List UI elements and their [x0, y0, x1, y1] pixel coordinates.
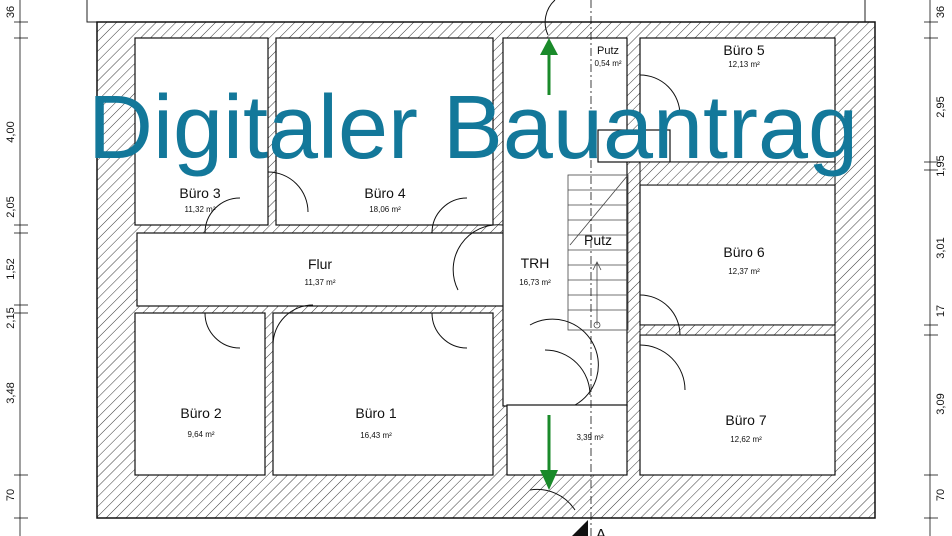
dimension-label: 1,95 — [935, 155, 947, 176]
arrow-down-icon — [540, 415, 558, 490]
dimension-label: 2,15 — [5, 307, 17, 328]
room-trh — [502, 37, 628, 407]
room-label: Putz — [597, 45, 619, 57]
dimension-label: 70 — [935, 489, 947, 501]
room-area: 11,32 m² — [185, 205, 216, 214]
room-buero-5 — [639, 37, 836, 163]
dimension-label: 2,05 — [5, 196, 17, 217]
section-marker-label: A — [596, 527, 607, 536]
room-area: 3,39 m² — [576, 433, 603, 442]
room-area: 11,37 m² — [305, 278, 336, 287]
room-label: TRH — [521, 255, 550, 271]
room-label: Büro 2 — [180, 405, 221, 421]
room-area: 0,54 m² — [594, 59, 621, 68]
room-area: 12,62 m² — [730, 435, 762, 444]
rooms — [134, 37, 836, 476]
dimension-label: 36 — [5, 6, 17, 18]
room-label: Büro 1 — [355, 405, 396, 421]
dimension-label: 2,95 — [935, 96, 947, 117]
dimension-line-right — [924, 0, 938, 536]
room-area: 16,43 m² — [360, 431, 392, 440]
dimension-label: 3,48 — [5, 382, 17, 403]
dimension-label: 17 — [935, 305, 947, 317]
room-buero-4 — [275, 37, 494, 226]
room-area: 16,73 m² — [519, 278, 551, 287]
room-label: Flur — [308, 256, 332, 272]
room-label: Büro 7 — [725, 412, 766, 428]
section-marker-icon — [572, 520, 588, 536]
door-swings — [204, 0, 686, 511]
room-label: Putz — [584, 232, 612, 248]
room-area: 12,13 m² — [728, 60, 760, 69]
room-label: Büro 4 — [364, 185, 405, 201]
room-buero-1 — [272, 312, 494, 476]
top-building-outline — [86, 0, 866, 23]
dimension-label: 70 — [5, 489, 17, 501]
room-wc — [506, 404, 628, 476]
dimension-label: 4,00 — [5, 121, 17, 142]
room-buero-2 — [134, 312, 266, 476]
room-flur — [136, 232, 508, 307]
page-title: Digitaler Bauantrag — [88, 78, 858, 178]
room-label: Büro 5 — [723, 42, 764, 58]
dimension-label: 36 — [935, 6, 947, 18]
internal-wall — [639, 324, 836, 336]
room-area: 9,64 m² — [187, 430, 214, 439]
dimension-label: 3,09 — [935, 393, 947, 414]
dimension-label: 3,01 — [935, 237, 947, 258]
internal-wall — [639, 161, 836, 186]
room-area: 18,06 m² — [369, 205, 401, 214]
dimension-line-left — [14, 0, 28, 536]
staircase — [567, 174, 629, 331]
room-label: Büro 6 — [723, 244, 764, 260]
room-label: Büro 3 — [179, 185, 220, 201]
arrow-up-icon — [540, 38, 558, 95]
room-putz-small — [597, 129, 671, 163]
room-buero-3 — [134, 37, 269, 226]
dimension-label: 1,52 — [5, 258, 17, 279]
room-area: 12,37 m² — [728, 267, 760, 276]
